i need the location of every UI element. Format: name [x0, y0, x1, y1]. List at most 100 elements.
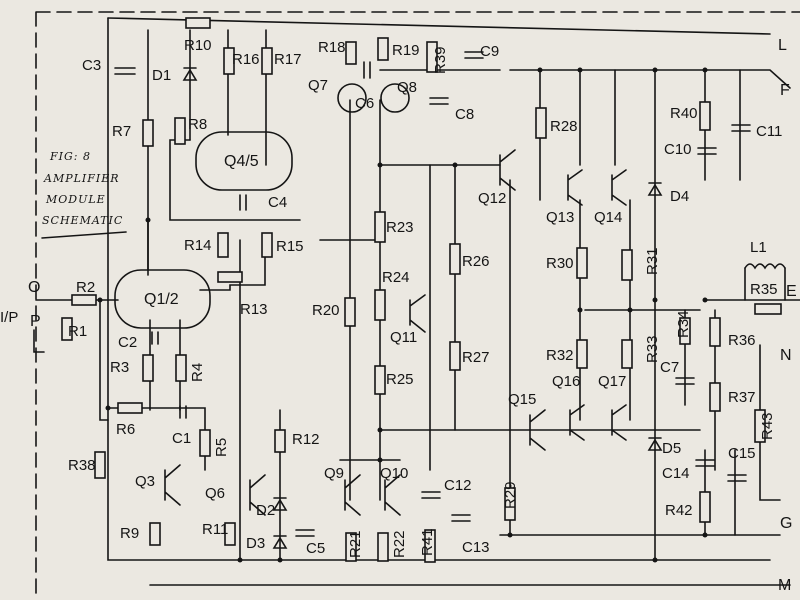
label-q16: Q16	[552, 373, 580, 390]
inductor-l1	[744, 263, 786, 270]
label-r13: R13	[240, 301, 268, 318]
label-r43: R43	[759, 412, 776, 440]
label-r32: R32	[546, 347, 574, 364]
label-d4: D4	[670, 188, 689, 205]
label-r12: R12	[292, 431, 320, 448]
label-r31: R31	[644, 247, 661, 275]
label-q3: Q3	[135, 473, 155, 490]
terminal-e: E	[786, 283, 797, 300]
label-r38: R38	[68, 457, 96, 474]
label-r23: R23	[386, 219, 414, 236]
label-d2: D2	[256, 502, 275, 519]
terminal-l: L	[778, 37, 787, 54]
label-c1: C1	[172, 430, 191, 447]
terminal-m: M	[778, 577, 791, 594]
caption-line-3: SCHEMATIC	[42, 214, 123, 227]
label-r40: R40	[670, 105, 698, 122]
label-r10: R10	[184, 37, 212, 54]
label-d1: D1	[152, 67, 171, 84]
label-r25: R25	[386, 371, 414, 388]
label-r9: R9	[120, 525, 139, 542]
label-r21: R21	[347, 530, 364, 558]
junction-dots	[97, 67, 708, 563]
label-r7: R7	[112, 123, 131, 140]
resistor-bodies	[61, 17, 782, 563]
label-q4-5: Q4/5	[224, 153, 259, 170]
label-r28: R28	[550, 118, 578, 135]
label-q11: Q11	[390, 329, 417, 346]
label-r29: R29	[502, 481, 519, 509]
label-q9: Q9	[324, 465, 344, 482]
label-r16: R16	[232, 51, 260, 68]
label-q15: Q15	[508, 391, 536, 408]
label-r39: R39	[432, 46, 449, 74]
label-r3: R3	[110, 359, 129, 376]
label-d3: D3	[246, 535, 265, 552]
label-c15: C15	[728, 445, 756, 462]
label-q6: Q6	[205, 485, 225, 502]
label-r41: R41	[419, 528, 436, 556]
capacitor-plates	[114, 51, 751, 537]
label-c7: C7	[660, 359, 679, 376]
label-r8: R8	[188, 116, 207, 133]
label-r5: R5	[213, 438, 230, 457]
label-r15: R15	[276, 238, 304, 255]
label-q1-2: Q1/2	[144, 291, 179, 308]
label-r36: R36	[728, 332, 756, 349]
board-outline	[35, 11, 800, 600]
label-r24: R24	[382, 269, 410, 286]
label-r4: R4	[189, 363, 206, 382]
terminal-p: P	[30, 313, 41, 330]
label-c2: C2	[118, 334, 137, 351]
label-c4: C4	[268, 194, 287, 211]
terminal-input: I/P	[0, 309, 18, 326]
label-r34: R34	[675, 310, 692, 338]
label-r2: R2	[76, 279, 95, 296]
label-r42: R42	[665, 502, 693, 519]
label-r30: R30	[546, 255, 574, 272]
transistor-symbols	[114, 83, 627, 516]
terminal-f: F	[780, 82, 790, 99]
label-c8: C8	[455, 106, 474, 123]
label-d5: D5	[662, 440, 681, 457]
caption-underline	[41, 231, 127, 239]
label-c5: C5	[306, 540, 325, 557]
caption-line-1: AMPLIFIER	[43, 172, 120, 185]
label-l1: L1	[750, 239, 767, 256]
label-q7: Q7	[308, 77, 328, 94]
figure-caption: FIG: 8 AMPLIFIER MODULE SCHEMATIC	[41, 150, 127, 239]
label-r22: R22	[391, 530, 408, 558]
caption-fig: FIG: 8	[49, 150, 91, 163]
caption-line-2: MODULE	[45, 193, 106, 206]
label-q10: Q10	[380, 465, 408, 482]
label-c12: C12	[444, 477, 472, 494]
label-q8: Q8	[397, 79, 417, 96]
label-q13: Q13	[546, 209, 574, 226]
label-c11: C11	[756, 123, 782, 140]
ground-input	[33, 329, 45, 353]
label-r35: R35	[750, 281, 778, 298]
label-c9: C9	[480, 43, 499, 60]
label-q14: Q14	[594, 209, 622, 226]
label-r17: R17	[274, 51, 302, 68]
terminal-n: N	[780, 347, 792, 364]
label-q12: Q12	[478, 190, 506, 207]
label-r26: R26	[462, 253, 490, 270]
label-c13: C13	[462, 539, 490, 556]
label-r11: R11	[202, 521, 228, 538]
label-c14: C14	[662, 465, 690, 482]
diode-symbols	[182, 67, 663, 549]
label-r18: R18	[318, 39, 346, 56]
label-c10: C10	[664, 141, 692, 158]
label-q17: Q17	[598, 373, 626, 390]
inductor-leads	[744, 267, 786, 301]
label-r20: R20	[312, 302, 340, 319]
terminal-o: O	[28, 279, 40, 296]
label-r19: R19	[392, 42, 420, 59]
label-r27: R27	[462, 349, 490, 366]
label-r37: R37	[728, 389, 756, 406]
label-r14: R14	[184, 237, 212, 254]
label-r6: R6	[116, 421, 135, 438]
